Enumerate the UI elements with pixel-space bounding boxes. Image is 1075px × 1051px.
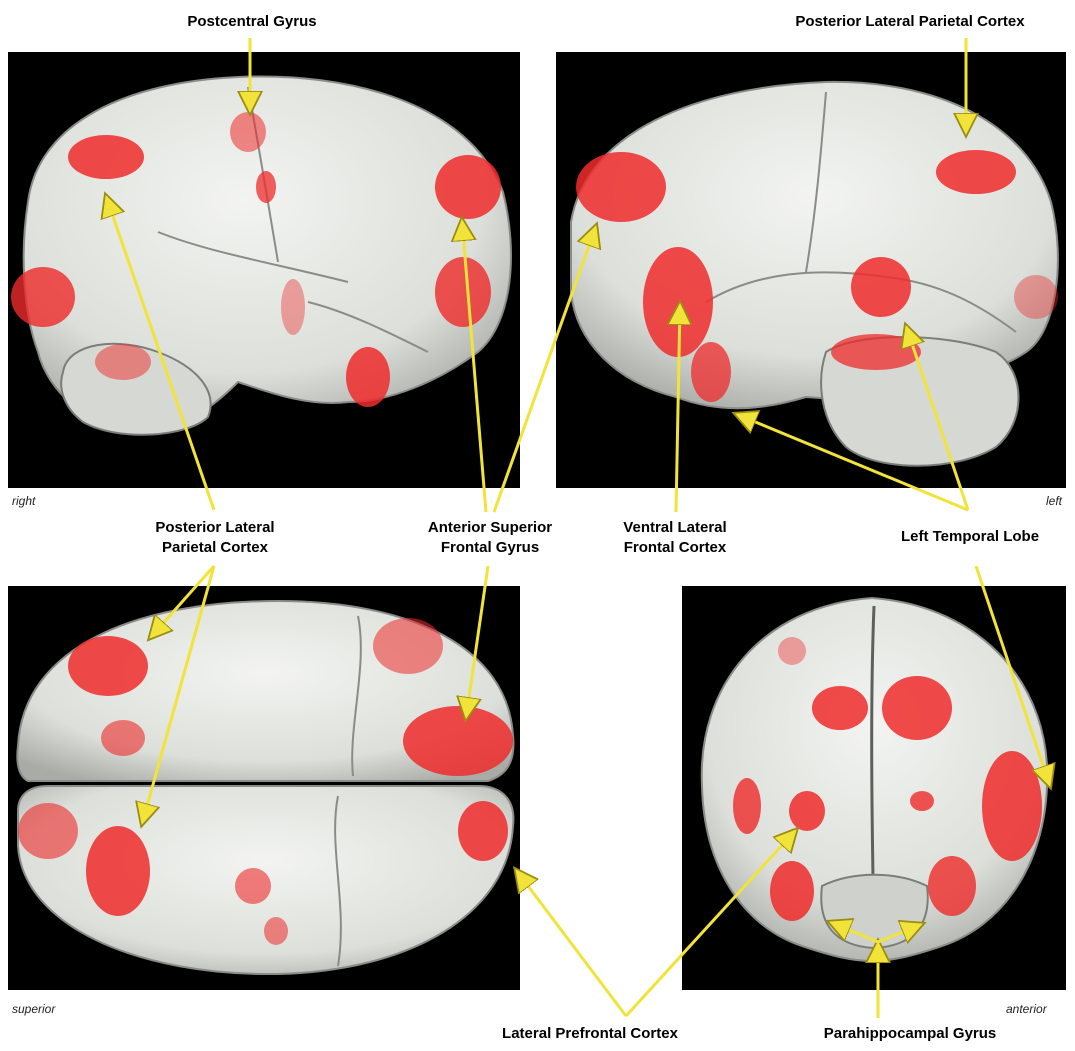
panel-superior-view xyxy=(8,586,520,990)
label-posterior-lateral-parietal-top: Posterior Lateral Parietal Cortex xyxy=(750,12,1070,31)
activation-spot xyxy=(256,171,276,203)
activation-spot xyxy=(458,801,508,861)
label-left-temporal-lobe: Left Temporal Lobe xyxy=(870,527,1070,546)
activation-spot xyxy=(831,334,921,370)
activation-spot xyxy=(928,856,976,916)
activation-spot xyxy=(68,135,144,179)
label-anterior-superior-frontal-1: Anterior Superior xyxy=(400,518,580,537)
activation-spot xyxy=(643,247,713,357)
label-lateral-prefrontal-cortex: Lateral Prefrontal Cortex xyxy=(460,1024,720,1043)
activation-spot xyxy=(576,152,666,222)
label-postcentral-gyrus: Postcentral Gyrus xyxy=(162,12,342,31)
label-anterior-superior-frontal-2: Frontal Gyrus xyxy=(400,538,580,557)
label-ventral-lateral-frontal-1: Ventral Lateral xyxy=(590,518,760,537)
activation-spot xyxy=(691,342,731,402)
label-posterior-lateral-parietal-2: Parietal Cortex xyxy=(130,538,300,557)
panel-right-view xyxy=(8,52,520,488)
panel-left-view xyxy=(556,52,1066,488)
activation-spot xyxy=(235,868,271,904)
activation-spot xyxy=(882,676,952,740)
label-ventral-lateral-frontal-2: Frontal Cortex xyxy=(590,538,760,557)
activation-spot xyxy=(11,267,75,327)
activation-spot xyxy=(230,112,266,152)
activation-spot xyxy=(733,778,761,834)
view-label-superior: superior xyxy=(12,1002,55,1016)
brain-right-lateral xyxy=(8,52,520,488)
activation-spot xyxy=(281,279,305,335)
brain-superior xyxy=(8,586,520,990)
activation-spot xyxy=(982,751,1042,861)
arrow-lateral-prefrontal-1 xyxy=(516,870,626,1016)
activation-spot xyxy=(910,791,934,811)
activation-spot xyxy=(95,344,151,380)
activation-spot xyxy=(789,791,825,831)
activation-spot xyxy=(403,706,513,776)
activation-spot xyxy=(435,155,501,219)
view-label-left: left xyxy=(1046,494,1062,508)
activation-spot xyxy=(936,150,1016,194)
label-parahippocampal-gyrus: Parahippocampal Gyrus xyxy=(780,1024,1040,1043)
view-label-anterior: anterior xyxy=(1006,1002,1047,1016)
activation-spot xyxy=(778,637,806,665)
view-label-right: right xyxy=(12,494,35,508)
label-posterior-lateral-parietal-1: Posterior Lateral xyxy=(130,518,300,537)
activation-spot xyxy=(435,257,491,327)
activation-spot xyxy=(86,826,150,916)
activation-spot xyxy=(851,257,911,317)
activation-spot xyxy=(1014,275,1058,319)
activation-spot xyxy=(346,347,390,407)
brain-left-lateral xyxy=(556,52,1066,488)
activation-spot xyxy=(812,686,868,730)
activation-spot xyxy=(770,861,814,921)
activation-spot xyxy=(373,618,443,674)
activation-spot xyxy=(68,636,148,696)
activation-spot xyxy=(101,720,145,756)
panel-anterior-view xyxy=(682,586,1066,990)
activation-spot xyxy=(18,803,78,859)
brain-anterior xyxy=(682,586,1066,990)
activation-spot xyxy=(264,917,288,945)
